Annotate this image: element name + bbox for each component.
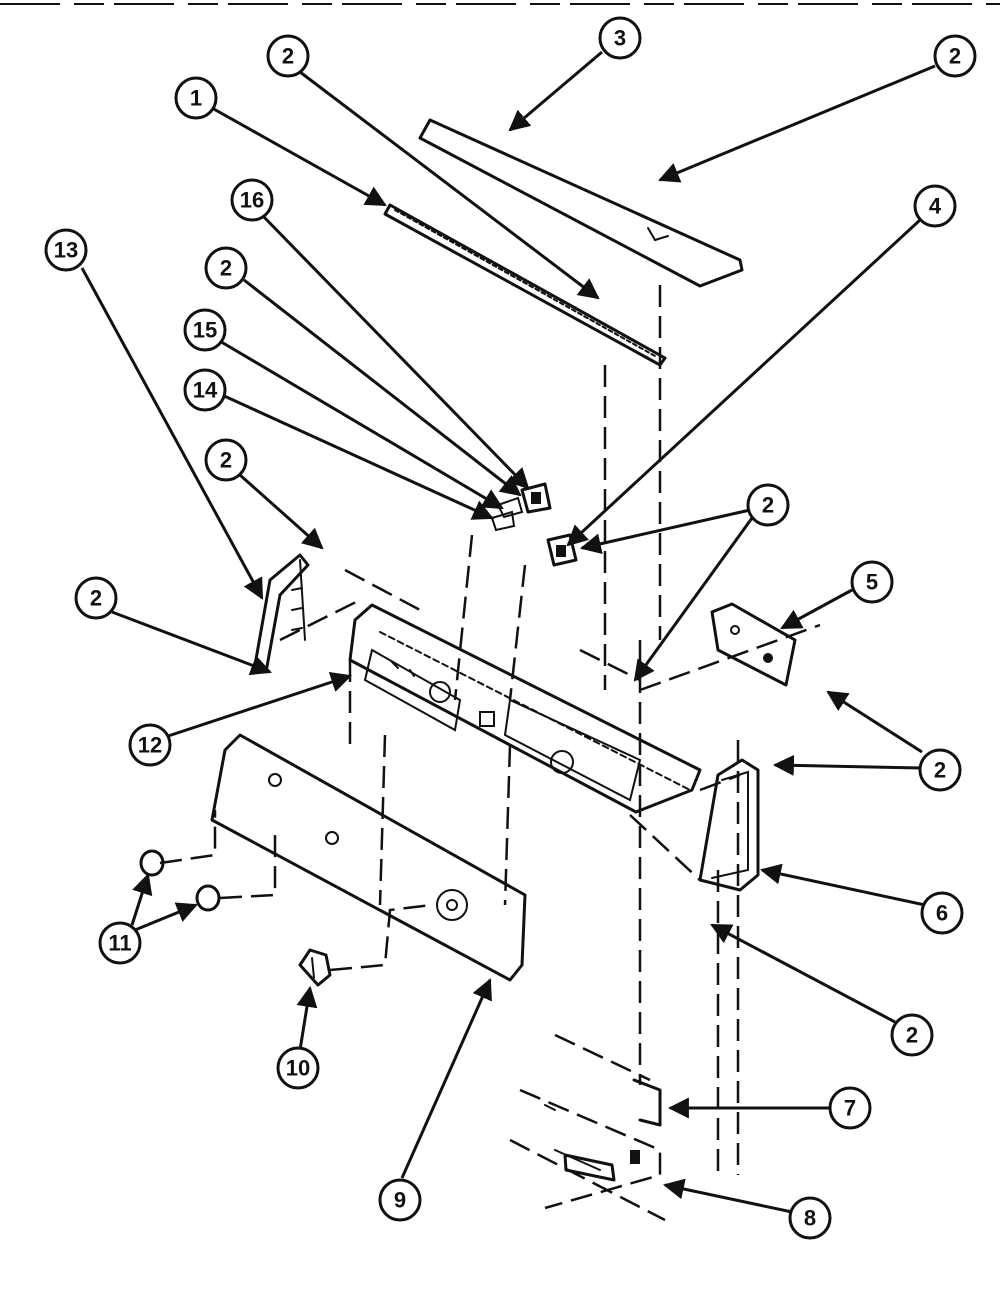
part-right-endcap	[698, 758, 760, 892]
callout-label: 8	[804, 1206, 816, 1231]
callout-label: 5	[866, 570, 878, 595]
part-timer-knob	[298, 948, 332, 987]
leader-lines	[80, 50, 936, 1214]
callout-label: 6	[936, 901, 948, 926]
callout-2: 2	[204, 438, 248, 482]
callout-label: 2	[906, 1023, 918, 1048]
callout-8: 8	[788, 1196, 832, 1240]
callout-2: 2	[918, 748, 962, 792]
part-switch	[546, 533, 578, 567]
callout-label: 7	[844, 1096, 856, 1121]
part-left-endcap	[253, 553, 310, 674]
callout-15: 15	[183, 308, 227, 352]
callout-2: 2	[266, 34, 310, 78]
callout-12: 12	[128, 723, 172, 767]
callout-label: 3	[614, 26, 626, 51]
callout-14: 14	[183, 368, 227, 412]
callout-10: 10	[276, 1046, 320, 1090]
part-clip-14	[490, 510, 516, 532]
part-rail	[383, 203, 667, 367]
callout-label: 12	[138, 733, 162, 758]
callout-label: 2	[220, 448, 232, 473]
callout-1: 1	[174, 76, 218, 120]
callout-7: 7	[828, 1086, 872, 1130]
callout-3: 3	[598, 16, 642, 60]
callout-13: 13	[44, 228, 88, 272]
callout-2: 2	[890, 1013, 934, 1057]
part-clip-15	[496, 496, 524, 519]
callout-2: 2	[746, 483, 790, 527]
callout-label: 10	[286, 1056, 310, 1081]
callout-label: 2	[934, 758, 946, 783]
callout-label: 2	[949, 44, 961, 69]
callout-9: 9	[378, 1178, 422, 1222]
callout-label: 4	[929, 194, 942, 219]
callout-label: 9	[394, 1188, 406, 1213]
callout-label: 11	[108, 931, 131, 956]
callout-label: 15	[193, 318, 217, 343]
part-clip-16	[520, 482, 552, 514]
callout-2: 2	[74, 576, 118, 620]
assembly-lines	[159, 285, 821, 1175]
callout-label: 2	[90, 586, 102, 611]
part-top-trim	[418, 118, 744, 288]
callout-5: 5	[850, 560, 894, 604]
callout-11: 11	[98, 921, 142, 965]
callout-label: 2	[282, 44, 294, 69]
callout-16: 16	[230, 178, 274, 222]
callout-label: 14	[193, 378, 218, 403]
callout-2: 2	[204, 246, 248, 290]
callout-label: 13	[54, 238, 78, 263]
part-front-panel	[210, 733, 527, 982]
callout-4: 4	[913, 184, 957, 228]
callout-label: 1	[190, 86, 202, 111]
callout-label: 2	[762, 493, 774, 518]
callout-label: 16	[240, 188, 264, 213]
part-right-bracket	[710, 602, 797, 687]
part-lower-base	[509, 1033, 666, 1222]
callout-6: 6	[920, 891, 964, 935]
callout-2: 2	[933, 34, 977, 78]
callout-label: 2	[220, 256, 232, 281]
part-console-panel	[348, 603, 702, 814]
